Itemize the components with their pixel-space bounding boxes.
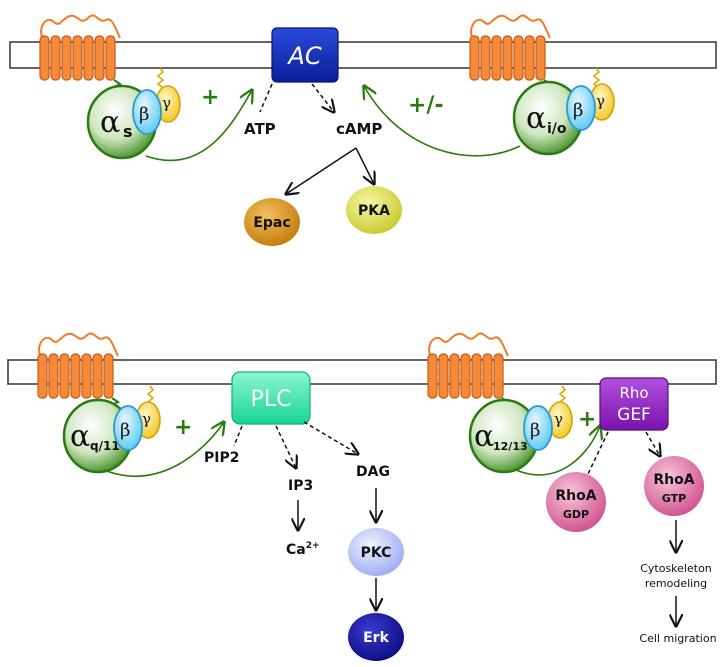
activation-arrow-gio [364,86,521,157]
rho-pathway: Rho GEF RhoA GDP RhoA GTP Cytoskeleton r… [546,377,717,645]
plc-box [231,371,311,425]
alpha-sub-s: s [123,122,133,141]
ca-label: Ca2+ [286,541,320,558]
membrane-bottom [7,359,717,385]
alpha-sub-1213: 12/13 [493,440,528,453]
rhoa-gtp-node [644,456,704,516]
erk-node [348,613,404,661]
rhoa-gdp-node [546,472,606,532]
effect-sign-gs: + [201,85,219,110]
ca-superscript: 2+ [306,541,320,551]
beta-label-io: β [573,100,583,121]
g-beta-q [113,405,143,451]
gamma-label-io: γ [596,92,605,110]
membrane-top [9,41,717,69]
g-beta-io [566,85,596,131]
camp-to-pka-arrow [355,147,374,184]
g-beta-s [132,89,162,135]
alpha-symbol-1213: α [474,419,494,454]
alpha-symbol-q: α [70,419,90,454]
beta-label-1213: β [530,420,540,441]
activation-arrow-g1213 [515,426,600,476]
rhogef-box [599,377,669,431]
epac-node [244,198,300,246]
beta-label-q: β [120,420,130,441]
plc-label: PLC [251,387,292,412]
panel-gq: α q/11 γ β + [37,332,224,477]
ac-atp-link [259,83,273,113]
alpha-symbol-io: α [526,101,546,136]
pka-label: PKA [358,203,390,219]
camp-label: cAMP [336,120,382,138]
ip3-label: IP3 [288,478,313,494]
pip2-label: PIP2 [204,450,239,466]
rhogef-label-line1: Rho [619,384,648,402]
gamma-label-q: γ [142,410,151,428]
gamma-label-1213: γ [554,410,563,428]
alpha-symbol-s: α [100,105,120,140]
panel-g1213: α 12/13 γ β + [427,332,600,476]
plc-pathway: PLC PIP2 IP3 DAG Ca2+ PKC Erk [204,371,404,661]
rhogef-label-line2: GEF [617,405,651,425]
ac-camp-arrow [311,83,334,112]
effect-sign-g1213: + [578,407,596,432]
gef-gdp-link [587,431,609,475]
alpha-sub-q: q/11 [90,439,120,453]
rhoa-gdp-state: GDP [563,508,589,521]
cell-migration-label: Cell migration [639,632,716,645]
epac-label: Epac [253,215,290,231]
rhoa-gtp-name: RhoA [653,472,694,488]
beta-label-s: β [139,104,149,125]
activation-arrow-gq [103,422,224,477]
ca-text: Ca [286,542,306,558]
camp-to-epac-arrow [286,147,357,194]
ac-box [271,27,339,83]
pkc-label: PKC [361,545,392,561]
effect-sign-gio: +/- [408,93,444,118]
gef-gtp-arrow [645,431,660,456]
panel-gs: α s γ β + [39,14,252,162]
plc-pip2-link [233,425,243,447]
pkc-node [348,528,404,576]
cytoskeleton-label-line2: remodeling [645,577,707,590]
alpha-sub-io: i/o [547,121,567,137]
dag-label: DAG [356,464,390,480]
rhoa-gtp-state: GTP [662,492,686,505]
plc-dag-arrow [303,421,358,454]
pka-node [346,186,402,234]
activation-arrow-gs [145,90,252,162]
gamma-label-s: γ [162,94,171,112]
panel-gio: α i/o γ β +/- [364,14,615,157]
rhoa-gdp-name: RhoA [555,488,596,504]
atp-label: ATP [244,120,276,138]
g-beta-1213 [523,405,553,451]
cytoskeleton-label-line1: Cytoskeleton [640,562,712,575]
ac-pathway: AC ATP cAMP Epac PKA [244,27,402,246]
effect-sign-gq: + [174,415,192,440]
ac-label: AC [286,42,321,70]
erk-label: Erk [363,630,389,646]
plc-ip3-arrow [275,425,296,468]
